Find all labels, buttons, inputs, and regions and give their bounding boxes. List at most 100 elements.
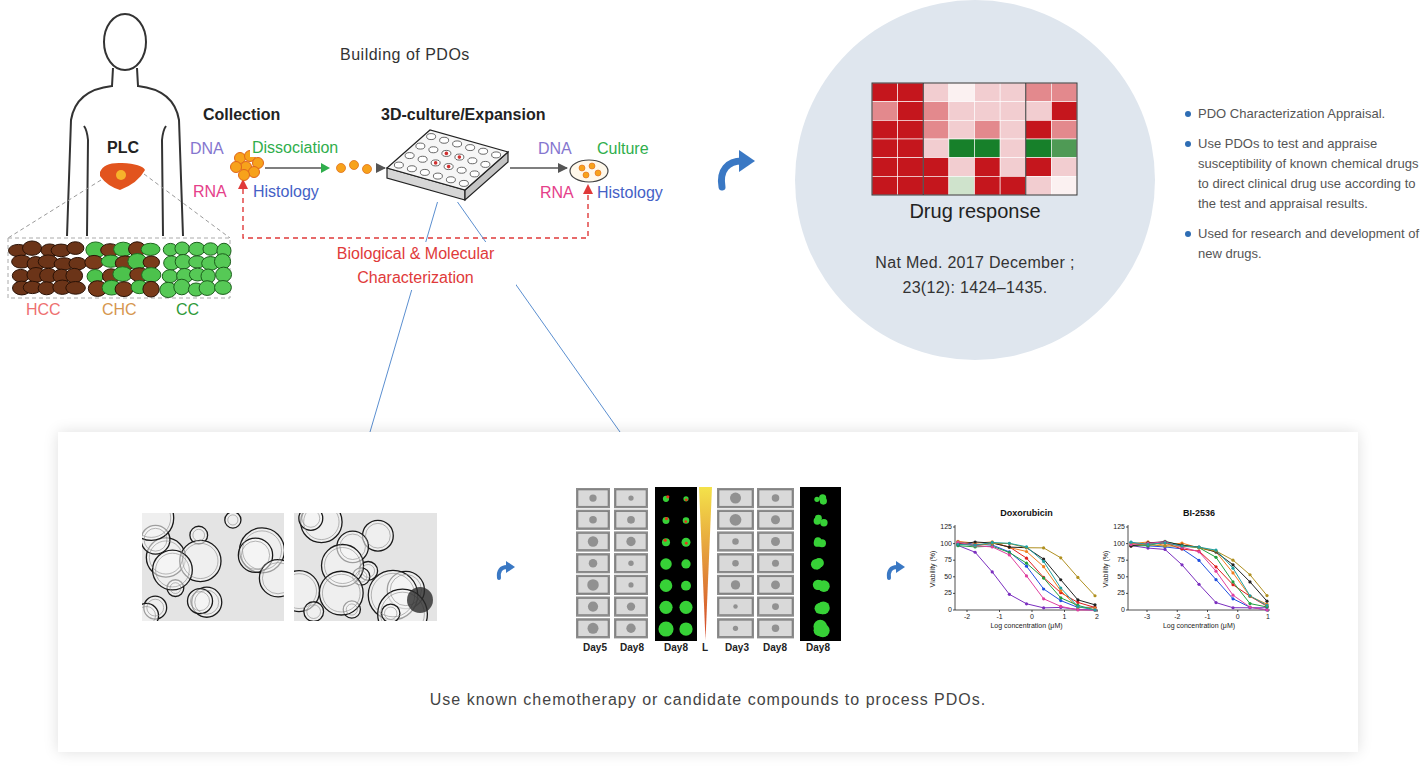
text-slot: BI-2536: [1183, 508, 1215, 519]
heatmap-cell: [1026, 158, 1052, 177]
brightfield-well: [717, 575, 754, 595]
fluorescent-organoid: [684, 520, 687, 523]
text-slot: 2: [1095, 613, 1099, 621]
brightfield-organoid: [730, 493, 741, 504]
tumor-cell-images: [8, 241, 231, 298]
data-point: [1197, 546, 1200, 549]
brightfield-organoid: [588, 623, 599, 634]
tumor-type-label: HCC: [26, 300, 61, 319]
data-point: [1248, 606, 1251, 609]
tumor-cell: [203, 243, 218, 255]
data-point: [1197, 545, 1200, 548]
data-point: [1248, 595, 1251, 598]
plate-well: [466, 145, 475, 151]
data-point: [1025, 545, 1028, 548]
assay-label: Culture: [597, 139, 649, 158]
text-slot: RNA: [193, 182, 227, 201]
brightfield-well: [757, 531, 794, 551]
response-curve: [958, 542, 1095, 608]
assay-label: Histology: [253, 182, 319, 201]
text-slot: 0: [1030, 613, 1034, 621]
data-point: [1129, 541, 1132, 544]
data-point: [1214, 578, 1217, 581]
brightfield-well: [717, 510, 754, 530]
data-point: [1265, 604, 1268, 607]
text-slot: 25: [1117, 590, 1125, 598]
data-point: [1180, 544, 1183, 547]
plate-well: [457, 167, 466, 173]
organoid-lumen: [366, 523, 391, 548]
heatmap-cell: [1000, 139, 1026, 158]
bullet-text: Used for research and development of new…: [1198, 224, 1422, 264]
heatmap-cell: [1026, 176, 1052, 195]
text-slot: Nat Med. 2017 December ; 23(12): 1424–14…: [860, 250, 1090, 300]
data-point: [1163, 545, 1166, 548]
tumor-type-label: CC: [176, 300, 199, 319]
day-label: Day8: [664, 642, 688, 654]
drug-response-circle-drawing: [795, 0, 1155, 360]
tick-label: 25: [1117, 590, 1125, 598]
axis-title: Log concentration (μM): [990, 622, 1062, 630]
fluorescent-organoid: [663, 496, 669, 502]
data-point: [974, 544, 977, 547]
response-curve: [958, 542, 1095, 610]
brightfield-organoid: [733, 604, 737, 608]
brightfield-well-inner: [719, 555, 752, 571]
organ-label: PLC: [107, 138, 139, 157]
data-point: [991, 541, 994, 544]
data-point: [1025, 557, 1028, 560]
chart-axis: [955, 525, 1098, 610]
data-point: [1231, 583, 1234, 586]
fluorescent-organoid: [666, 495, 669, 498]
assay-label: RNA: [540, 183, 574, 202]
fluorescence-column: [800, 487, 841, 641]
characterization-bracket: [243, 180, 588, 238]
data-point: [1214, 556, 1217, 559]
brightfield-organoid: [588, 536, 598, 546]
tick-label: 50: [1117, 573, 1125, 581]
liver: [100, 163, 145, 190]
tumor-cell: [199, 281, 215, 296]
fluorescent-organoid: [679, 622, 692, 635]
organoid: [153, 550, 193, 590]
plate-well: [453, 141, 462, 147]
tumor-cell: [216, 267, 232, 282]
fluorescent-organoid: [814, 497, 819, 502]
data-point: [1197, 559, 1200, 562]
data-point: [1025, 546, 1028, 549]
brightfield-organoid: [626, 537, 635, 546]
brightfield-well: [614, 531, 648, 551]
fluorescent-organoid: [665, 517, 668, 520]
tick-mark: [953, 576, 955, 577]
arrowhead: [321, 163, 330, 173]
drug-response-circle: Drug responseNat Med. 2017 December ; 23…: [795, 0, 1155, 360]
tick-mark: [1064, 610, 1065, 612]
tumor-cell: [115, 282, 133, 297]
data-point: [974, 544, 977, 547]
response-curve: [958, 542, 1095, 605]
circle-title: Drug response: [909, 199, 1040, 223]
data-point: [1214, 549, 1217, 552]
bullet-dot: [1185, 111, 1191, 117]
heatmap-border: [872, 83, 1077, 195]
step-heading: 3D-culture/Expansion: [381, 105, 545, 124]
heatmap-cell: [949, 139, 975, 158]
heatmap-cell: [1000, 158, 1026, 177]
data-point: [991, 541, 994, 544]
plate-well: [446, 177, 455, 183]
brightfield-well-inner: [616, 620, 646, 636]
data-point: [1231, 606, 1234, 609]
organoid: [595, 170, 601, 176]
brightfield-well-inner: [578, 599, 608, 615]
brightfield-organoid: [589, 559, 597, 567]
brightfield-well: [614, 510, 648, 530]
brightfield-well: [717, 531, 754, 551]
plate-well: [433, 173, 442, 179]
tick-label: 75: [944, 556, 952, 564]
brightfield-organoid: [587, 579, 599, 591]
bullet-dot: [1185, 231, 1191, 237]
dissociated-cell: [350, 161, 359, 170]
heatmap-cell: [975, 139, 1001, 158]
text-slot: Doxorubicin: [1000, 508, 1053, 519]
